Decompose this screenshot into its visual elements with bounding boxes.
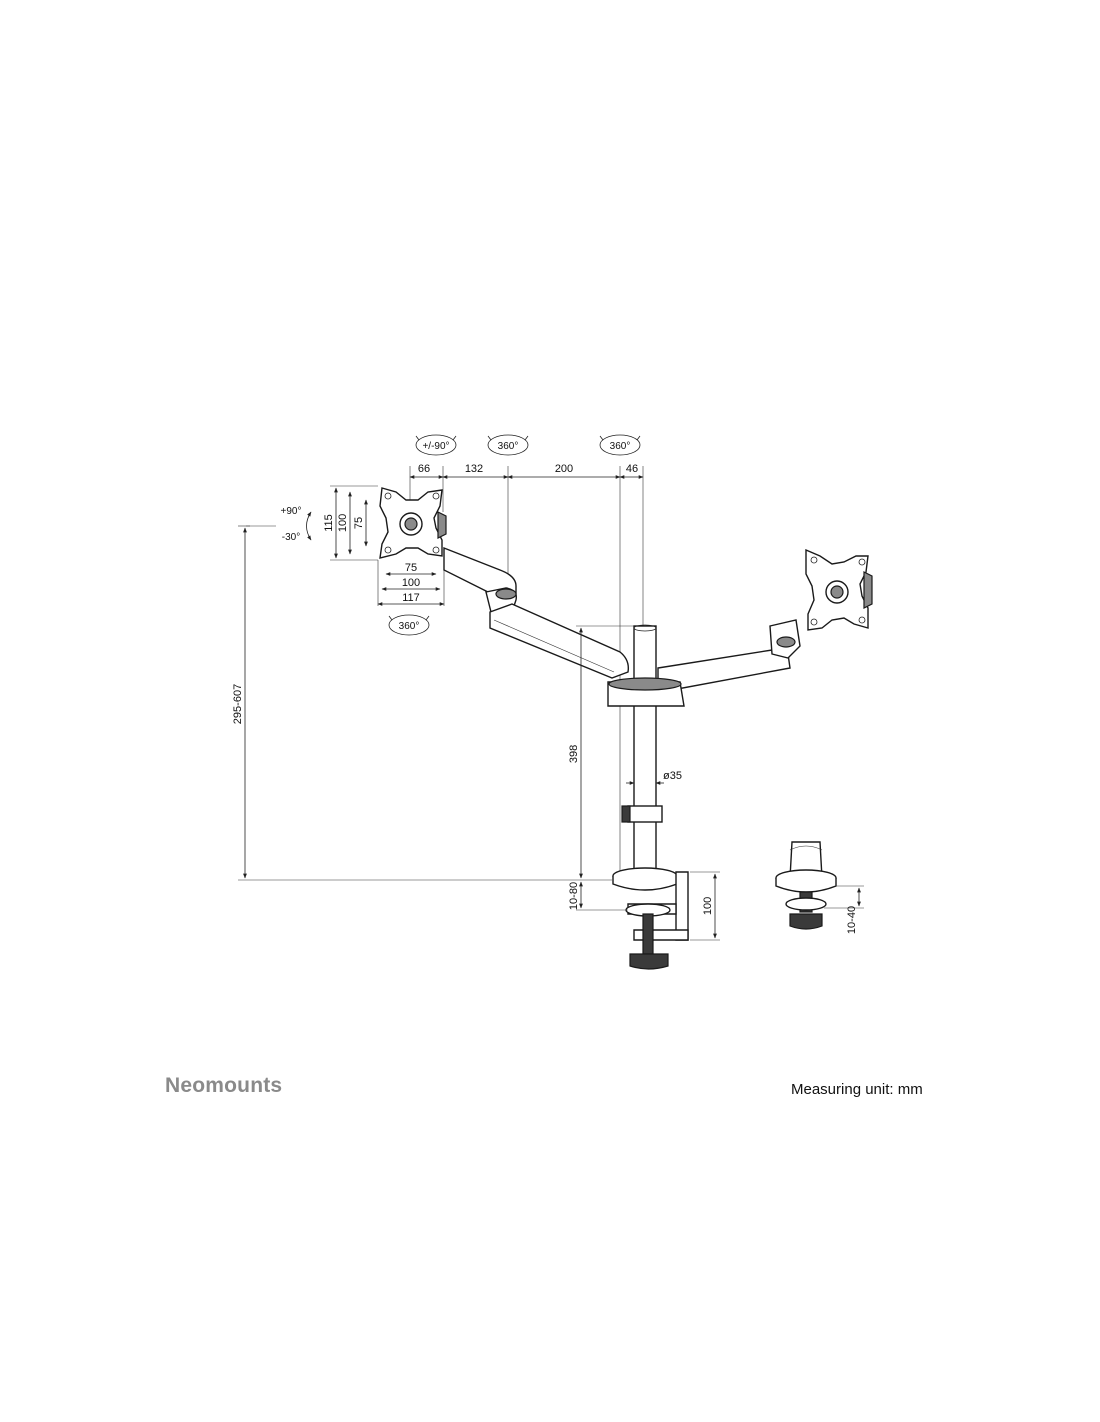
arm-right	[657, 619, 801, 691]
svg-text:100: 100	[702, 897, 714, 915]
clamp-height-dimension: 100	[690, 871, 720, 941]
rotation-badge-plate: 360°	[388, 614, 430, 636]
vesa-plate-right	[805, 548, 873, 631]
svg-text:100: 100	[337, 514, 349, 532]
svg-text:10-80: 10-80	[568, 882, 580, 910]
svg-text:10-40: 10-40	[846, 906, 858, 934]
svg-text:75: 75	[353, 517, 365, 529]
svg-text:+90°: +90°	[281, 506, 302, 517]
svg-text:360°: 360°	[610, 441, 631, 452]
svg-text:-30°: -30°	[282, 532, 300, 543]
svg-text:132: 132	[465, 463, 483, 475]
svg-text:398: 398	[568, 745, 580, 763]
svg-text:100: 100	[402, 577, 420, 589]
svg-text:360°: 360°	[498, 441, 519, 452]
pole-diameter-dimension: ø35	[626, 770, 682, 785]
grommet-detail	[775, 841, 837, 930]
svg-text:+/-90°: +/-90°	[422, 441, 449, 452]
svg-text:360°: 360°	[399, 621, 420, 632]
pole-height-dimension: 398	[568, 625, 634, 879]
top-dimension-chain: 66 132 200 46	[409, 463, 644, 880]
vesa-plate-left	[379, 487, 447, 559]
svg-text:115: 115	[323, 514, 335, 532]
desk-clamp	[612, 867, 689, 970]
svg-text:46: 46	[626, 463, 638, 475]
rotation-badge-arm: 360°	[487, 434, 529, 456]
height-range-dimension: 295-607	[232, 525, 612, 881]
rotation-badge-tilt: +/-90°	[415, 434, 457, 456]
svg-text:295-607: 295-607	[232, 684, 244, 724]
measuring-unit-note: Measuring unit: mm	[791, 1081, 923, 1098]
vesa-horizontal-dimensions: 75 100 117	[377, 560, 445, 606]
svg-text:ø35: ø35	[663, 770, 682, 782]
brand-logo: Neomounts	[165, 1074, 283, 1097]
svg-text:117: 117	[402, 592, 420, 604]
clamp-range-dimension: 10-80	[568, 881, 628, 911]
arm-left-lower	[489, 603, 630, 679]
svg-text:66: 66	[418, 463, 430, 475]
tilt-indicator: +90° -30°	[246, 506, 312, 543]
svg-text:75: 75	[405, 562, 417, 574]
grommet-range-dimension: 10-40	[824, 885, 864, 934]
vesa-vertical-dimensions: 115 100 75	[323, 485, 378, 561]
rotation-badge-pole: 360°	[599, 434, 641, 456]
svg-text:200: 200	[555, 463, 573, 475]
